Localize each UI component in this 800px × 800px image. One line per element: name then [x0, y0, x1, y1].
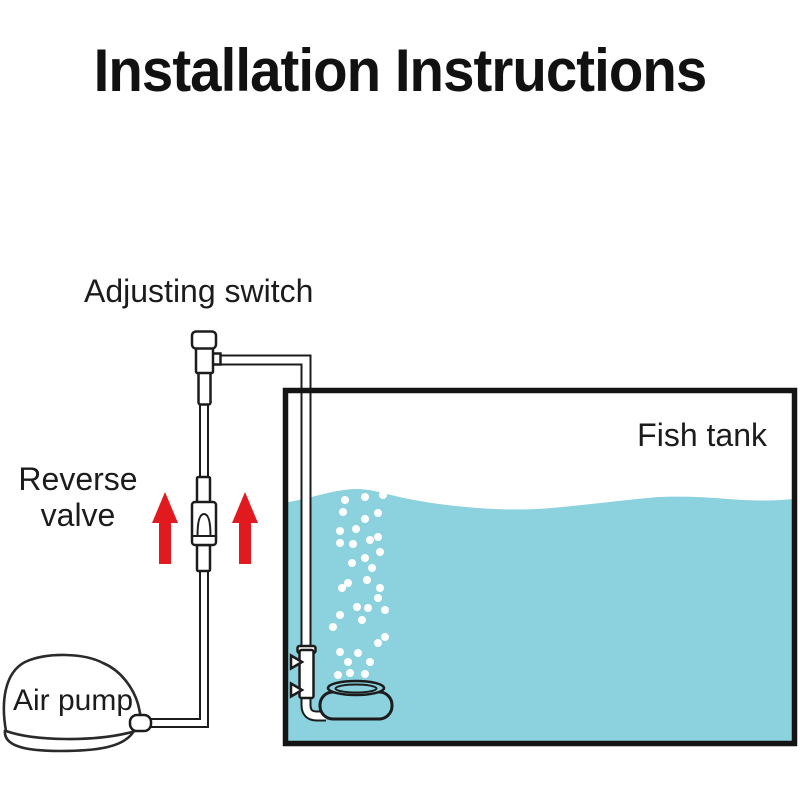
reverse-valve-upper-connector — [195, 475, 212, 505]
bubble — [381, 633, 389, 641]
air-pump-label: Air pump — [13, 684, 134, 717]
bubble — [354, 649, 362, 657]
bubble — [374, 509, 382, 517]
bubble — [379, 491, 387, 499]
water — [288, 489, 793, 741]
bubble — [339, 508, 347, 516]
adjusting-switch-body — [194, 345, 215, 375]
bubble — [376, 548, 384, 556]
bubble — [336, 539, 344, 547]
bubble — [336, 527, 344, 535]
bubble — [366, 536, 374, 544]
reverse-valve-label: Reverse valve — [8, 461, 148, 534]
suction-cup — [289, 681, 305, 699]
reverse-valve-lower-connector — [195, 543, 212, 573]
bubbles-group — [329, 478, 392, 679]
bubble — [361, 515, 369, 523]
up-arrow-icon-left — [152, 492, 178, 564]
bubble — [349, 540, 357, 548]
reverse-valve-label-line2: valve — [40, 496, 116, 533]
bubble — [361, 554, 369, 562]
reverse-valve-dome — [196, 512, 212, 537]
air-pump-base — [3, 728, 137, 753]
pump-tube — [150, 570, 209, 728]
bubble — [374, 533, 382, 541]
bubble — [353, 603, 361, 611]
air-pump-body — [2, 653, 143, 741]
bubble — [358, 616, 366, 624]
bubble — [363, 576, 371, 584]
bubble — [384, 485, 392, 493]
bubble — [336, 648, 344, 656]
bubble — [344, 658, 352, 666]
bubble — [369, 478, 375, 484]
bubble — [361, 493, 369, 501]
bubble — [348, 559, 356, 567]
air-pump-nozzle — [128, 713, 153, 733]
bubble — [364, 604, 372, 612]
page-title: Installation Instructions — [93, 37, 708, 104]
bubble — [334, 671, 342, 679]
suction-cup — [289, 653, 305, 671]
reverse-valve-label-line1: Reverse — [18, 461, 138, 497]
fish-tank-outline — [282, 387, 798, 747]
up-arrow-icon-right — [232, 492, 258, 564]
bubble — [381, 606, 389, 614]
bubble — [368, 564, 376, 572]
bubble — [374, 594, 382, 602]
adjusting-switch-connector — [197, 371, 212, 406]
bubble — [338, 584, 346, 592]
bubble — [376, 584, 384, 592]
bubble — [341, 483, 347, 489]
air-tube-into-tank-inner — [220, 356, 326, 720]
adjusting-switch-cap — [190, 330, 218, 350]
bubble — [361, 670, 369, 678]
adjusting-switch-label: Adjusting switch — [84, 273, 314, 309]
pump-tube-inner — [150, 570, 207, 726]
reverse-valve-body — [190, 500, 218, 547]
bubble — [352, 525, 360, 533]
bubble — [346, 669, 354, 677]
bubble — [366, 658, 374, 666]
bubble — [374, 639, 382, 647]
air-stone-dish-rim — [334, 683, 378, 694]
bubble — [344, 579, 352, 587]
bubble — [336, 611, 344, 619]
bubble — [329, 623, 337, 631]
bubble — [349, 480, 355, 486]
bubble — [341, 496, 349, 504]
fish-tank-label: Fish tank — [637, 417, 767, 453]
